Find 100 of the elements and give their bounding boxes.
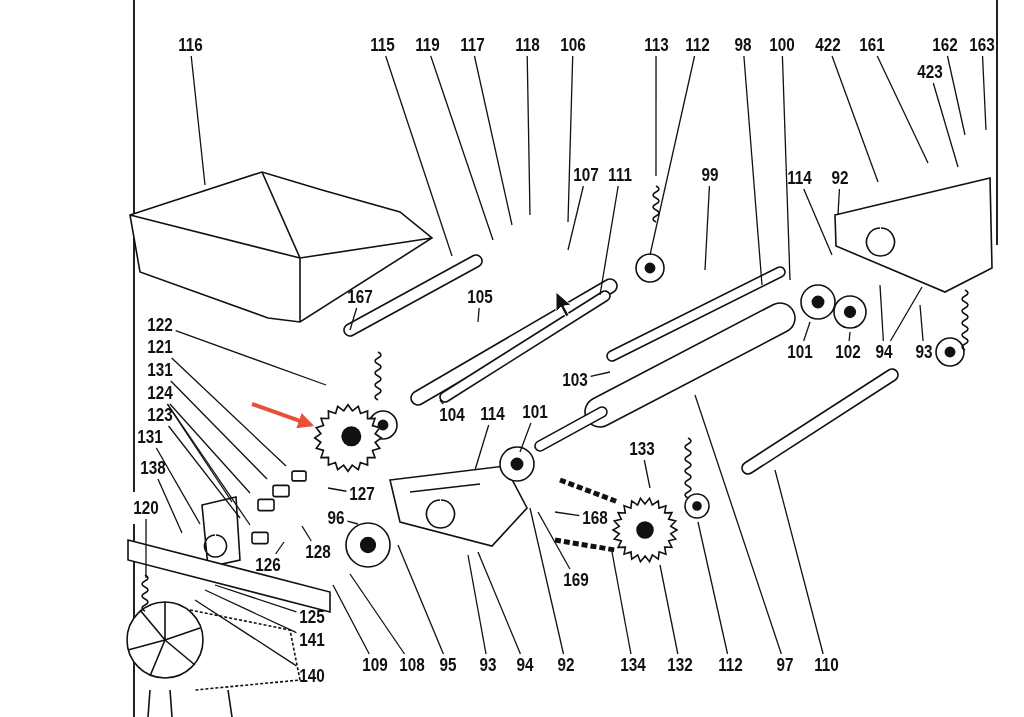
leader-line	[590, 371, 611, 378]
leader-line	[946, 55, 966, 136]
leader-line	[848, 331, 851, 342]
leader-line	[155, 447, 201, 525]
callout-number: 109	[361, 656, 389, 674]
leader-line	[169, 403, 251, 494]
callout-number: 121	[146, 338, 174, 356]
leader-line	[537, 511, 571, 570]
callout-number: 123	[146, 406, 174, 424]
leader-line	[554, 511, 581, 517]
callout-number: 96	[326, 509, 346, 527]
leader-line	[301, 525, 312, 542]
leader-line	[166, 403, 251, 526]
leader-line	[473, 55, 513, 226]
callout-number: 112	[716, 656, 744, 674]
callout-number: 167	[346, 288, 374, 306]
arrow	[251, 402, 314, 429]
leader-line	[214, 584, 298, 613]
leader-line	[876, 55, 929, 164]
leader-line	[477, 307, 480, 323]
leader-line	[194, 599, 298, 667]
callout-number: 100	[768, 36, 796, 54]
callout-number: 117	[458, 36, 486, 54]
leader-line	[145, 518, 147, 579]
callout-number: 116	[176, 36, 204, 54]
callout-number: 110	[812, 656, 840, 674]
callout-number: 101	[521, 403, 549, 421]
leader-line	[166, 403, 233, 503]
callout-number: 141	[298, 631, 326, 649]
leader-line	[275, 541, 285, 555]
leader-line	[327, 487, 348, 492]
callout-number: 162	[931, 36, 959, 54]
leader-line	[170, 380, 268, 480]
callout-number: 99	[700, 166, 720, 184]
callout-number: 93	[914, 343, 934, 361]
leader-line	[774, 469, 824, 655]
callout-number: 125	[298, 608, 326, 626]
leader-line	[346, 520, 359, 525]
callout-number: 97	[775, 656, 795, 674]
leader-line	[643, 459, 651, 489]
leader-line	[659, 564, 679, 655]
callout-number: 107	[572, 166, 600, 184]
leader-line	[167, 425, 241, 519]
leader-line	[439, 399, 444, 405]
leader-line	[430, 55, 494, 241]
leader-line	[526, 55, 531, 216]
leader-line	[477, 551, 522, 655]
callout-number: 132	[666, 656, 694, 674]
callout-number: 161	[858, 36, 886, 54]
callout-number: 105	[466, 288, 494, 306]
callout-number: 102	[834, 343, 862, 361]
leader-line	[474, 424, 490, 471]
callout-number: 92	[830, 169, 850, 187]
leader-line	[519, 422, 532, 453]
callout-number: 94	[515, 656, 535, 674]
leader-line	[697, 521, 729, 655]
leader-line	[803, 321, 811, 342]
leader-line	[919, 304, 924, 342]
leader-line	[190, 55, 206, 186]
callout-number: 98	[733, 36, 753, 54]
callout-number: 95	[438, 656, 458, 674]
leader-line	[649, 55, 696, 256]
leader-line	[879, 284, 884, 342]
leader-line	[831, 55, 879, 183]
callout-number: 168	[581, 509, 609, 527]
leader-line	[655, 55, 657, 177]
leader-line	[611, 551, 632, 655]
leader-line	[397, 544, 445, 655]
leader-line	[567, 185, 585, 251]
callout-number: 422	[814, 36, 842, 54]
callout-number: 118	[513, 36, 541, 54]
leader-line	[743, 55, 763, 286]
leader-line	[889, 286, 923, 342]
callout-number: 104	[438, 406, 466, 424]
callout-number: 114	[785, 169, 813, 187]
callout-number: 113	[642, 36, 670, 54]
leader-line	[204, 589, 298, 634]
callout-number: 92	[556, 656, 576, 674]
callout-number: 163	[968, 36, 996, 54]
callout-number: 103	[561, 371, 589, 389]
leader-line	[157, 478, 183, 534]
leader-line	[332, 584, 370, 655]
callout-number: 122	[146, 316, 174, 334]
leader-line	[175, 330, 327, 386]
callout-number: 131	[136, 428, 164, 446]
leader-line	[704, 185, 711, 271]
callout-number: 106	[559, 36, 587, 54]
leader-line	[567, 55, 574, 223]
gear-drawing	[313, 403, 383, 473]
leader-line	[837, 188, 841, 216]
callout-number: 114	[478, 405, 506, 423]
leader-line	[599, 185, 619, 296]
callout-number: 134	[619, 656, 647, 674]
leader-line	[349, 573, 406, 655]
leader-line	[385, 55, 453, 257]
callout-number: 138	[139, 459, 167, 477]
callout-number: 133	[628, 440, 656, 458]
leader-line	[349, 307, 358, 331]
callout-number: 119	[413, 36, 441, 54]
callout-number: 101	[786, 343, 814, 361]
